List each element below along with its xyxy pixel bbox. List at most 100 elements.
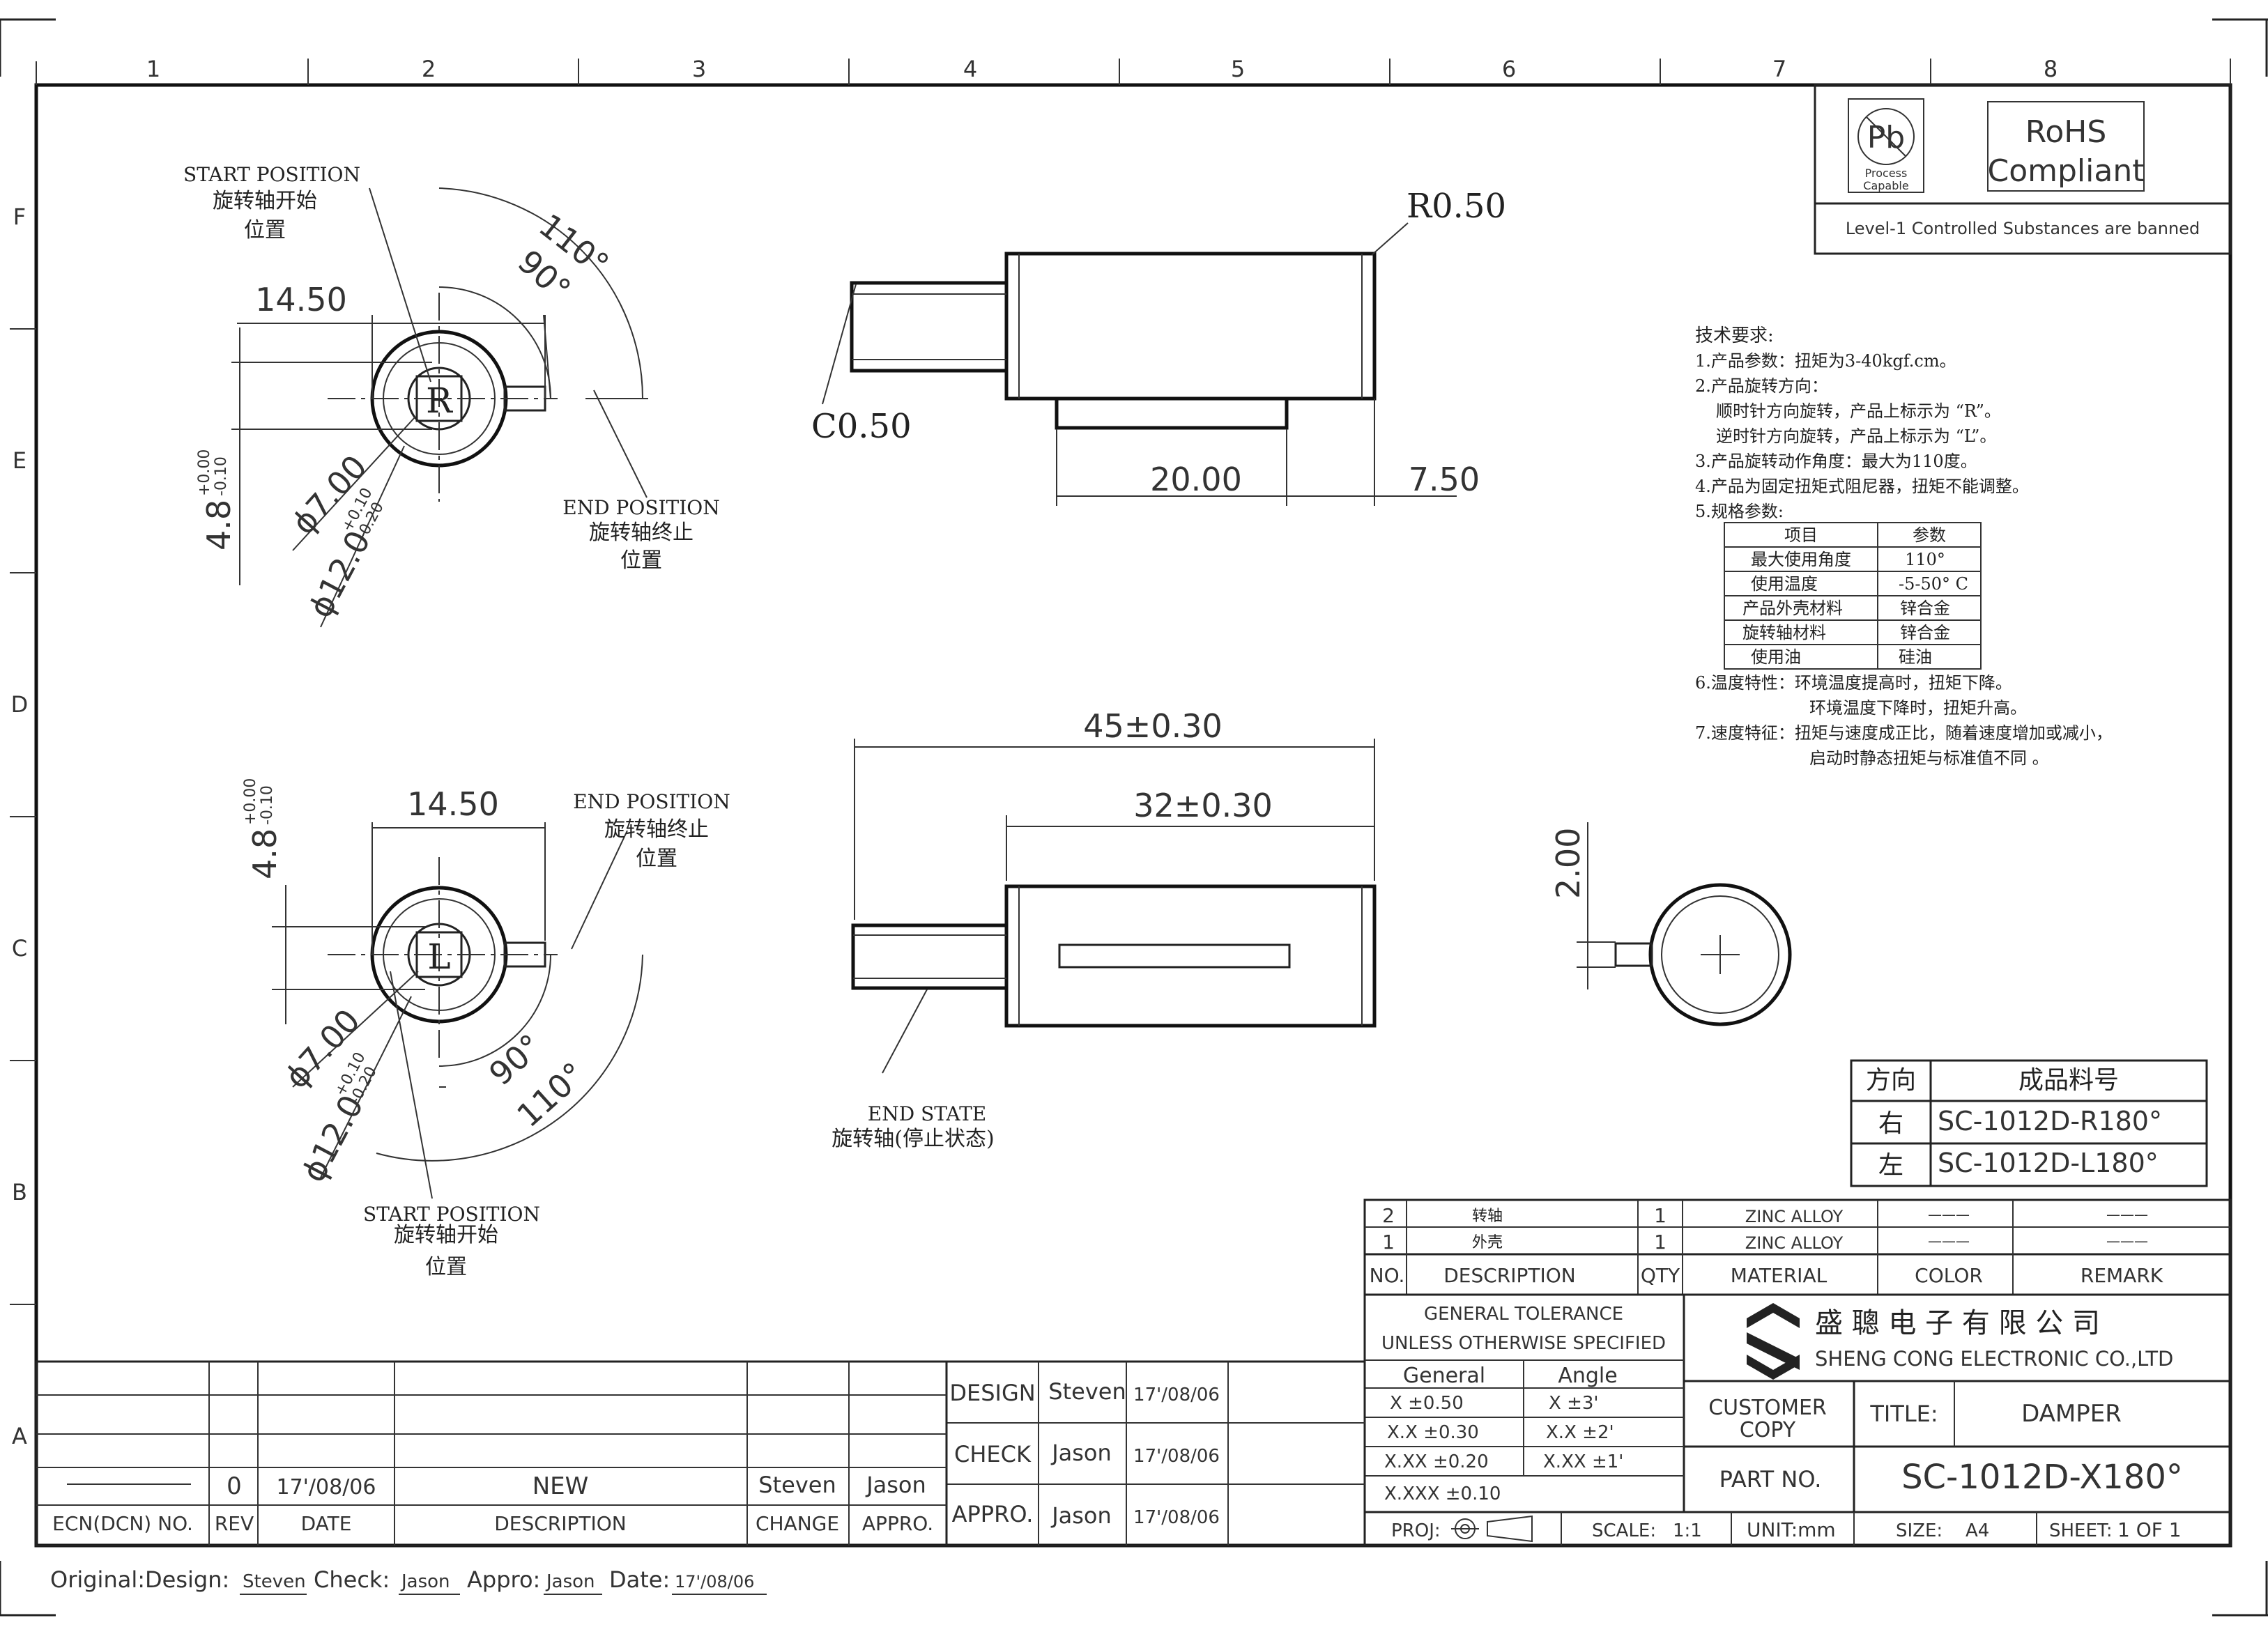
design-name: Steven <box>1048 1378 1126 1405</box>
bottom-left-letter: L <box>427 937 450 977</box>
bom-row-2-qty: 1 <box>1654 1204 1666 1227</box>
customer-copy-1: CUSTOMER <box>1708 1396 1827 1420</box>
top-left-dim-48-tol-up: +0.00 <box>196 449 213 496</box>
bottom-left-dim-48: 4.8 <box>246 828 284 879</box>
spec-row-1-item: 最大使用角度 <box>1751 550 1851 569</box>
sheet-label: SHEET: <box>2049 1520 2113 1541</box>
zone-row-E: E <box>13 447 26 474</box>
bom-row-2-desc: 转轴 <box>1472 1208 1503 1225</box>
bottom-side-dim-45: 45±0.30 <box>1083 707 1223 745</box>
zone-column-labels: 1 2 3 4 5 6 7 8 <box>146 56 2058 82</box>
rev-date: 17'/08/06 <box>277 1475 376 1500</box>
bom-row-2-remark: ——— <box>2106 1206 2148 1223</box>
company-name-cn: 盛 聰 电 子 有 限 公 司 <box>1815 1307 2100 1339</box>
direction-row-2-part: SC-1012D-L180° <box>1938 1148 2159 1178</box>
check-label: CHECK <box>954 1441 1032 1467</box>
tech-line2a: 顺时针方向旋转，产品上标示为 “R”。 <box>1716 401 2001 421</box>
spec-row-5-value: 硅油 <box>1899 647 1932 667</box>
top-side-radius: R0.50 <box>1407 187 1506 226</box>
top-left-dim-48: 4.8 <box>200 500 238 550</box>
zone-row-C: C <box>12 935 27 962</box>
zone-col-8: 8 <box>2044 56 2058 82</box>
spec-row-2-item: 使用温度 <box>1751 574 1818 594</box>
title-block: GENERAL TOLERANCE UNLESS OTHERWISE SPECI… <box>1363 1293 2232 1547</box>
revision-block: 0 17'/08/06 NEW Steven Jason ECN(DCN) NO… <box>35 1360 948 1547</box>
rev-header-ecn: ECN(DCN) NO. <box>52 1512 193 1535</box>
tech-line6b: 环境温度下降时，扭矩升高。 <box>1809 698 2027 718</box>
scale-value: 1:1 <box>1673 1520 1702 1541</box>
corner-marks <box>0 18 2268 1617</box>
size-label: SIZE: <box>1896 1520 1943 1541</box>
footer-date-label: Date: <box>609 1566 670 1593</box>
pb-free-icon <box>1857 108 1915 165</box>
bom-row-1-material: ZINC ALLOY <box>1745 1233 1844 1253</box>
bottom-side-end-state: END STATE <box>868 1102 986 1125</box>
top-left-start-label: START POSITION <box>183 163 360 186</box>
tol-angle: Angle <box>1558 1364 1617 1388</box>
zone-col-2: 2 <box>422 56 436 82</box>
footer-appro-label: Appro: <box>467 1566 540 1593</box>
top-side-view: 20.00 7.50 R0.50 C0.50 <box>811 187 1506 506</box>
unit-label: UNIT:mm <box>1747 1518 1836 1541</box>
rohs-block: Pb Process Capable RoHS Compliant Level-… <box>1814 84 2232 255</box>
spec-row-1-value: 110° <box>1905 550 1945 569</box>
design-date: 17'/08/06 <box>1133 1385 1220 1405</box>
tol-row-2-gen: X.X ±0.30 <box>1387 1422 1479 1443</box>
tech-line7b: 启动时静态扭矩与标准值不同 。 <box>1809 748 2049 768</box>
scale-label: SCALE: <box>1592 1520 1656 1541</box>
rohs-level-text: Level-1 Controlled Substances are banned <box>1846 219 2200 238</box>
sheet-value: 1 OF 1 <box>2117 1518 2182 1541</box>
title-label: TITLE: <box>1869 1401 1938 1427</box>
rev-value: 0 <box>227 1472 242 1500</box>
tol-row-2-ang: X.X ±2' <box>1546 1422 1614 1443</box>
spec-row-5-item: 使用油 <box>1751 647 1801 667</box>
bom-row-2-material: ZINC ALLOY <box>1745 1207 1844 1226</box>
top-left-dim-width: 14.50 <box>255 281 347 318</box>
bom-row-1-no: 1 <box>1382 1231 1395 1254</box>
tech-line5: 5.规格参数: <box>1695 502 1784 521</box>
rev-header-rev: REV <box>215 1512 254 1535</box>
zone-col-6: 6 <box>1502 56 1516 82</box>
top-left-end-label: END POSITION <box>562 496 720 519</box>
bottom-left-start-cn1: 旋转轴开始 <box>394 1223 498 1247</box>
tech-line6: 6.温度特性：环境温度提高时，扭矩下降。 <box>1695 673 2012 693</box>
design-label: DESIGN <box>949 1380 1035 1406</box>
bottom-left-end-cn1: 旋转轴终止 <box>604 817 709 842</box>
zone-col-3: 3 <box>692 56 706 82</box>
rev-change: Steven <box>758 1472 836 1498</box>
bottom-left-dim-48-tol-up: +0.00 <box>242 778 259 825</box>
top-side-dim-750: 7.50 <box>1409 461 1480 498</box>
zone-col-4: 4 <box>963 56 977 82</box>
bom-table: 2 转轴 1 ZINC ALLOY ——— ——— 1 外壳 1 ZINC AL… <box>1363 1198 2232 1296</box>
zone-row-B: B <box>12 1179 27 1205</box>
rev-desc: NEW <box>532 1472 589 1500</box>
spec-row-4-value: 锌合金 <box>1900 623 1950 642</box>
bottom-side-dim-32: 32±0.30 <box>1133 787 1273 824</box>
bottom-left-dim-width: 14.50 <box>407 785 499 823</box>
bottom-side-end-state-cn: 旋转轴(停止状态) <box>832 1127 994 1151</box>
company-name-en: SHENG CONG ELECTRONIC CO.,LTD <box>1815 1347 2173 1371</box>
tol-row-1-gen: X ±0.50 <box>1390 1393 1464 1414</box>
customer-copy-2: COPY <box>1740 1418 1796 1442</box>
footer-original: Original:Design: <box>50 1566 229 1593</box>
spec-row-4-item: 旋转轴材料 <box>1742 623 1826 642</box>
capable-text: Capable <box>1863 179 1908 192</box>
tech-title: 技术要求: <box>1695 325 1774 346</box>
bom-row-1-desc: 外壳 <box>1472 1234 1503 1251</box>
zone-col-7: 7 <box>1772 56 1786 82</box>
bom-row-1-remark: ——— <box>2106 1233 2148 1249</box>
rev-header-desc: DESCRIPTION <box>494 1512 627 1535</box>
compliant-text: Compliant <box>1988 153 2145 189</box>
spec-table: 项目 参数 最大使用角度 110° 使用温度 -5-50° C 产品外壳材料 锌… <box>1724 522 1982 670</box>
top-side-dim-20: 20.00 <box>1150 461 1242 498</box>
top-left-letter: R <box>426 380 453 421</box>
bottom-left-end-cn2: 位置 <box>636 847 677 871</box>
check-name: Jason <box>1050 1440 1112 1466</box>
appro-date: 17'/08/06 <box>1133 1507 1220 1528</box>
rev-header-change: CHANGE <box>756 1512 839 1535</box>
size-value: A4 <box>1966 1520 1989 1541</box>
proj-label: PROJ: <box>1391 1520 1441 1541</box>
zone-row-F: F <box>13 203 26 230</box>
direction-header-dir: 方向 <box>1866 1066 1916 1095</box>
direction-table: 方向 成品料号 右 SC-1012D-R180° 左 SC-1012D-L180… <box>1850 1059 2208 1187</box>
